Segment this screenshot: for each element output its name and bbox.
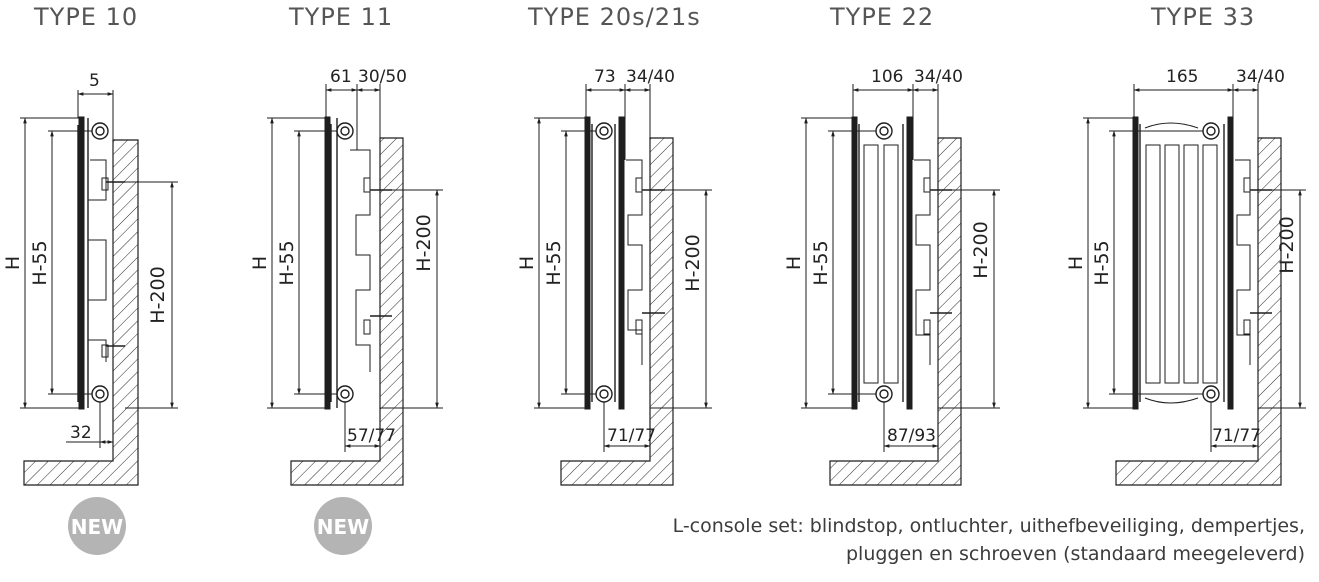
type-10-dim-bottom: 32: [70, 423, 92, 443]
type-20s-21s-bracket: [626, 159, 665, 365]
type-33-h55-label: H-55: [1091, 240, 1113, 285]
caption-line-2: pluggen en schroeven (standaard meegelev…: [845, 543, 1305, 565]
type-10-bracket: [87, 159, 125, 362]
type-20s-21s-dim-top-2: 34/40: [626, 67, 675, 87]
type-22-wall: [829, 137, 962, 486]
type-20s-21s-dim-top-1: 73: [594, 67, 616, 87]
type-20s-21s-radiator: [584, 116, 625, 410]
type-10-h55-label: H-55: [29, 240, 51, 285]
type-33-dim-top-1: 165: [1166, 67, 1198, 87]
type-33-h200-label: H-200: [1276, 216, 1298, 273]
type-11-dim-top-1: 61: [330, 67, 352, 87]
type-10-h200-label: H-200: [147, 266, 169, 323]
type-33-title: TYPE 33: [1150, 3, 1255, 31]
type-10-new-badge: NEW: [68, 497, 126, 555]
type-11-h-label: H: [249, 256, 271, 270]
type-20s-21s-title: TYPE 20s/21s: [527, 3, 701, 31]
type-11-dim-bottom: 57/77: [347, 426, 396, 446]
type-11-new-badge: NEW: [314, 497, 372, 555]
type-11-wall: [290, 137, 404, 486]
type-22-diagram: TYPE 22 H H-55: [783, 3, 1000, 486]
type-22-h-label: H: [783, 256, 805, 270]
type-20s-21s-dim-bottom: 71/77: [607, 426, 656, 446]
type-11-h200-label: H-200: [413, 214, 435, 271]
type-33-diagram: TYPE 33 H: [1065, 3, 1306, 486]
type-20s-21s-h55-label: H-55: [543, 240, 565, 285]
l-console-caption: L-console set: blindstop, ontluchter, ui…: [560, 512, 1305, 568]
type-22-title: TYPE 22: [829, 3, 934, 31]
type-22-dim-top-1: 106: [871, 67, 903, 87]
type-10-diagram: TYPE 10 H H-55 H: [2, 3, 178, 555]
type-22-h55-label: H-55: [810, 240, 832, 285]
type-20s-21s-h-label: H: [516, 256, 538, 270]
type-22-dim-top-2: 34/40: [914, 67, 963, 87]
type-10-title: TYPE 10: [33, 3, 138, 31]
type-33-bracket: [1235, 159, 1272, 365]
type-10-wall: [23, 139, 139, 486]
type-33-radiator: [1132, 116, 1234, 410]
type-10-radiator: [77, 116, 109, 410]
type-33-dim-top-2: 34/40: [1236, 67, 1285, 87]
type-11-h55-label: H-55: [276, 240, 298, 285]
svg-text:NEW: NEW: [71, 515, 123, 539]
type-22-dim-bottom: 87/93: [887, 426, 936, 446]
type-11-diagram: TYPE 11 H H-55 H-200: [249, 3, 443, 555]
type-11-bracket: [350, 149, 392, 372]
type-20s-21s-diagram: TYPE 20s/21s H H-55 H-200: [516, 3, 712, 486]
type-10-dim-top-1: 5: [89, 71, 100, 91]
type-33-dim-bottom: 71/77: [1212, 426, 1261, 446]
type-20s-21s-wall: [560, 137, 674, 486]
type-33-h-label: H: [1065, 256, 1087, 270]
type-22-radiator: [851, 116, 913, 410]
caption-line-1: L-console set: blindstop, ontluchter, ui…: [672, 515, 1305, 537]
type-33-wall: [1115, 137, 1282, 486]
type-22-h200-label: H-200: [970, 221, 992, 278]
type-11-title: TYPE 11: [288, 3, 393, 31]
type-20s-21s-h200-label: H-200: [682, 234, 704, 291]
type-11-radiator: [324, 116, 354, 410]
type-11-dim-top-2: 30/50: [358, 67, 407, 87]
type-22-bracket: [914, 159, 952, 365]
svg-text:NEW: NEW: [317, 515, 369, 539]
type-10-h-label: H: [2, 256, 24, 270]
